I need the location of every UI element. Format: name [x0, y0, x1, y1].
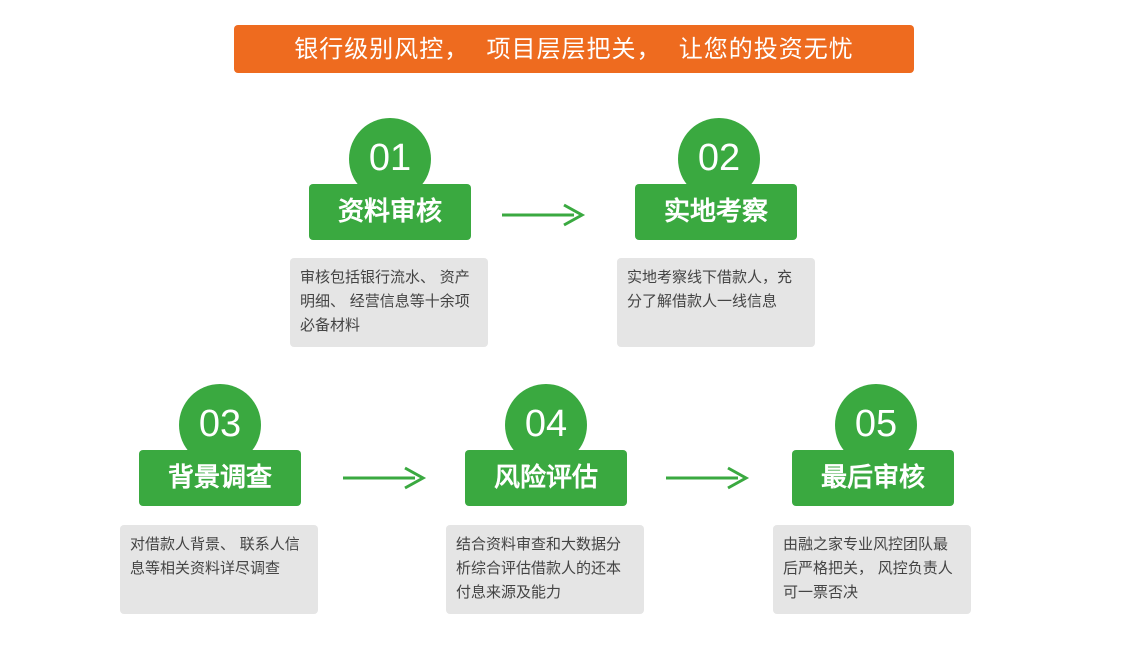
right-arrow-icon: [343, 466, 427, 490]
step-title: 背景调查: [139, 450, 301, 506]
step-description: 由融之家专业风控团队最后严格把关， 风控负责人可一票否决: [773, 525, 971, 614]
step-description: 对借款人背景、 联系人信息等相关资料详尽调查: [120, 525, 318, 614]
step-title: 最后审核: [792, 450, 954, 506]
step-description: 审核包括银行流水、 资产明细、 经营信息等十余项必备材料: [290, 258, 488, 347]
right-arrow-icon: [502, 203, 586, 227]
right-arrow-icon: [666, 466, 750, 490]
step-title: 实地考察: [635, 184, 797, 240]
banner-title: 银行级别风控， 项目层层把关， 让您的投资无忧: [234, 25, 914, 73]
step-title: 风险评估: [465, 450, 627, 506]
step-description: 实地考察线下借款人，充分了解借款人一线信息: [617, 258, 815, 347]
step-description: 结合资料审查和大数据分析综合评估借款人的还本付息来源及能力: [446, 525, 644, 614]
step-title: 资料审核: [309, 184, 471, 240]
